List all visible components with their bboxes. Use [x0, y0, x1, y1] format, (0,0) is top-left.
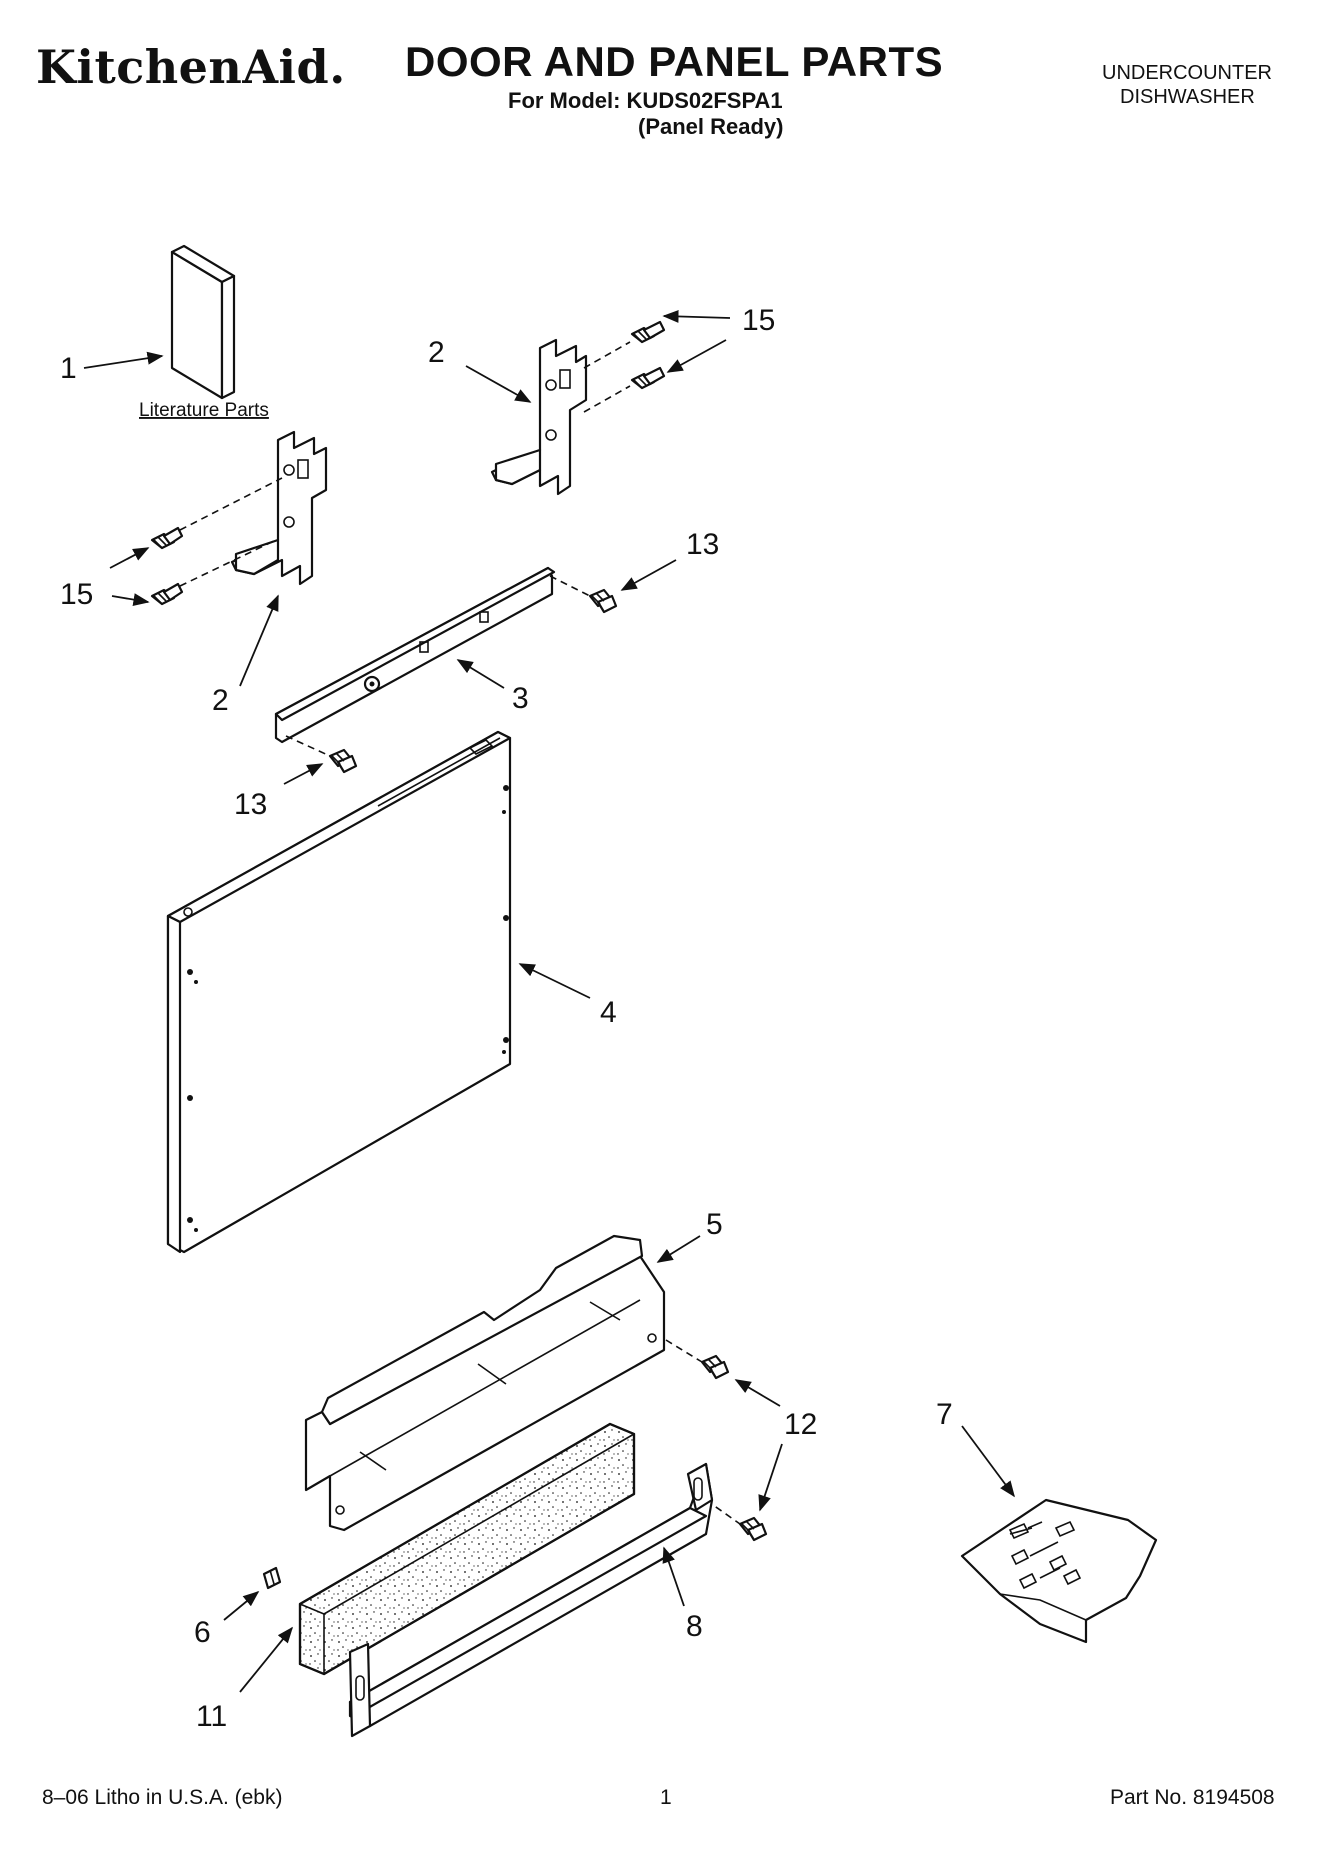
screw-15-upper-a — [630, 320, 666, 344]
callout-13-left: 13 — [234, 788, 267, 821]
screw-15-lower-b — [150, 582, 184, 606]
screw-15-lower-a — [150, 526, 184, 550]
toe-panel-slide-plate — [348, 1462, 714, 1738]
callout-2-lower: 2 — [212, 684, 229, 717]
category-line-1: UNDERCOUNTER — [1102, 62, 1272, 84]
literature-parts-label: Literature Parts — [139, 400, 269, 421]
page-title: DOOR AND PANEL PARTS — [405, 38, 944, 85]
callout-1: 1 — [60, 352, 77, 385]
callout-3: 3 — [512, 682, 529, 715]
callout-12: 12 — [784, 1408, 817, 1441]
door-hinge-bracket-right — [490, 338, 588, 496]
door-top-channel — [274, 566, 556, 744]
callout-13-right: 13 — [686, 528, 719, 561]
callout-8: 8 — [686, 1610, 703, 1643]
toe-panel-bracket — [304, 1234, 666, 1532]
callout-5: 5 — [706, 1208, 723, 1241]
door-panel — [166, 730, 512, 1254]
insulation-block — [298, 1422, 636, 1676]
door-hinge-bracket-left — [230, 430, 328, 586]
category-line-2: DISHWASHER — [1120, 86, 1255, 108]
hardware-bag — [960, 1498, 1158, 1644]
page-number: 1 — [660, 1786, 672, 1809]
callout-15-upper: 15 — [742, 304, 775, 337]
screw-15-upper-b — [630, 366, 666, 390]
clip — [262, 1566, 282, 1590]
part-number: Part No. 8194508 — [1110, 1786, 1275, 1809]
brand-logo: KitchenAid. — [36, 40, 346, 94]
callout-6: 6 — [194, 1616, 211, 1649]
litho-note: 8–06 Litho in U.S.A. (ebk) — [42, 1786, 283, 1809]
screw-12-lower — [738, 1516, 768, 1542]
callout-2-upper: 2 — [428, 336, 445, 369]
callout-4: 4 — [600, 996, 617, 1029]
callout-11: 11 — [196, 1700, 227, 1733]
callout-7: 7 — [936, 1398, 953, 1431]
model-number: For Model: KUDS02FSPA1 — [508, 88, 783, 113]
literature-booklet — [170, 244, 236, 400]
screw-12-upper — [700, 1354, 730, 1380]
model-variant: (Panel Ready) — [638, 114, 784, 139]
screw-13-left — [328, 748, 358, 774]
callout-15-lower: 15 — [60, 578, 93, 611]
screw-13-right — [588, 588, 618, 614]
